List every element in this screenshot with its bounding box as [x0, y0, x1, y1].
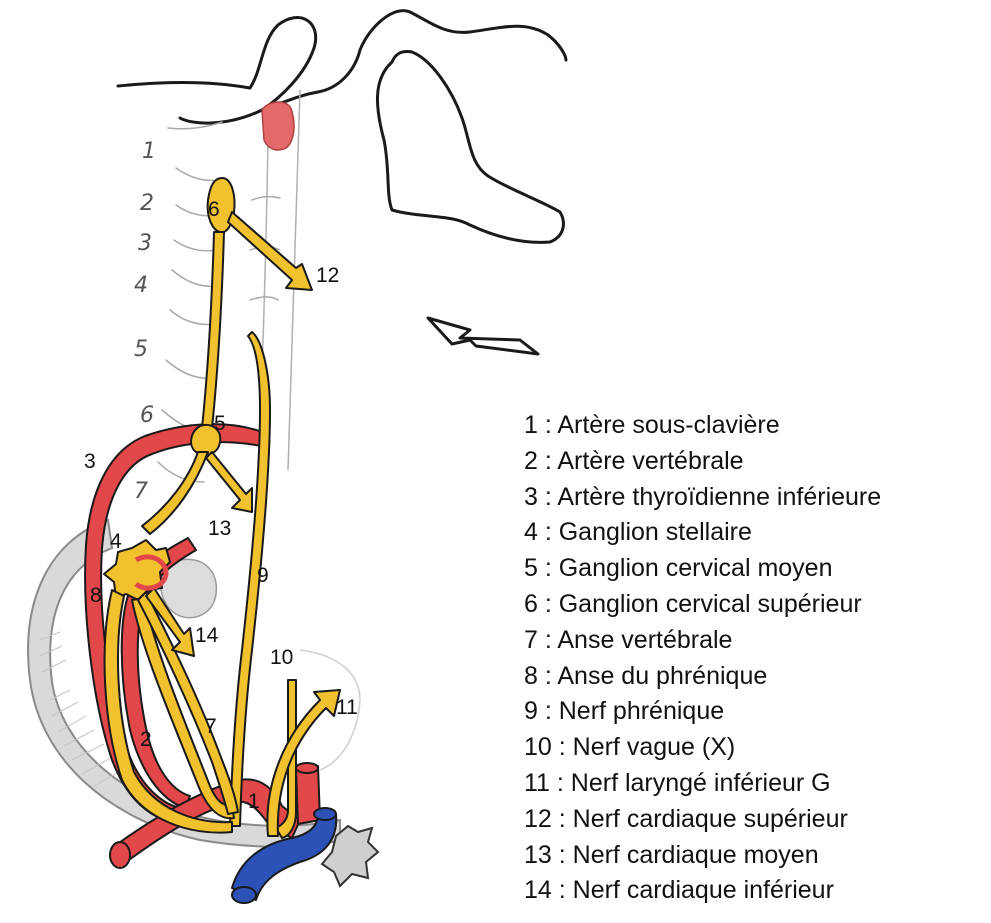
legend-item: 11 : Nerf laryngé inférieur G — [524, 766, 881, 802]
vertebra-label: 1 — [142, 139, 156, 164]
vertebra-label: 2 — [140, 191, 154, 216]
vertebra-label: 6 — [140, 403, 154, 428]
callout-7: 7 — [205, 715, 217, 738]
callout-11: 11 — [336, 696, 358, 719]
vertebra-label: 3 — [138, 231, 152, 256]
legend-item: 5 : Ganglion cervical moyen — [524, 551, 881, 587]
callout-5: 5 — [214, 412, 226, 435]
callout-8: 8 — [90, 584, 102, 607]
vertebra-label: 4 — [134, 273, 148, 298]
legend: 1 : Artère sous-clavière 2 : Artère vert… — [524, 408, 881, 909]
callout-3: 3 — [84, 450, 96, 473]
callout-14: 14 — [195, 624, 219, 647]
legend-item: 6 : Ganglion cervical supérieur — [524, 587, 881, 623]
legend-item: 8 : Anse du phrénique — [524, 659, 881, 695]
legend-item: 1 : Artère sous-clavière — [524, 408, 881, 444]
callout-6: 6 — [208, 198, 220, 221]
callout-9: 9 — [257, 564, 269, 587]
vertebra-label: 5 — [134, 337, 148, 362]
vertebra-label: 7 — [134, 479, 148, 504]
legend-item: 3 : Artère thyroïdienne inférieure — [524, 480, 881, 516]
callout-10: 10 — [270, 646, 293, 669]
callout-1: 1 — [248, 790, 260, 813]
legend-item: 4 : Ganglion stellaire — [524, 515, 881, 551]
legend-item: 14 : Nerf cardiaque inférieur — [524, 873, 881, 909]
sympathetic-trunk-upper — [202, 232, 224, 428]
callout-2: 2 — [140, 728, 152, 751]
legend-item: 7 : Anse vertébrale — [524, 623, 881, 659]
legend-item: 9 : Nerf phrénique — [524, 694, 881, 730]
sympathetic-trunk-lower — [142, 452, 208, 534]
superior-cardiac-nerve — [228, 212, 312, 290]
legend-item: 2 : Artère vertébrale — [524, 444, 881, 480]
subclavian-artery-end — [110, 842, 130, 868]
callout-4: 4 — [110, 530, 122, 553]
legend-item: 12 : Nerf cardiaque supérieur — [524, 802, 881, 838]
legend-item: 10 : Nerf vague (X) — [524, 730, 881, 766]
legend-item: 13 : Nerf cardiaque moyen — [524, 838, 881, 874]
head-outline — [118, 11, 566, 243]
callout-12: 12 — [316, 264, 339, 287]
mouth-outline — [428, 318, 538, 354]
callout-13: 13 — [208, 517, 231, 540]
middle-cardiac-nerve — [206, 452, 252, 512]
larynx-cartilage — [262, 102, 294, 150]
